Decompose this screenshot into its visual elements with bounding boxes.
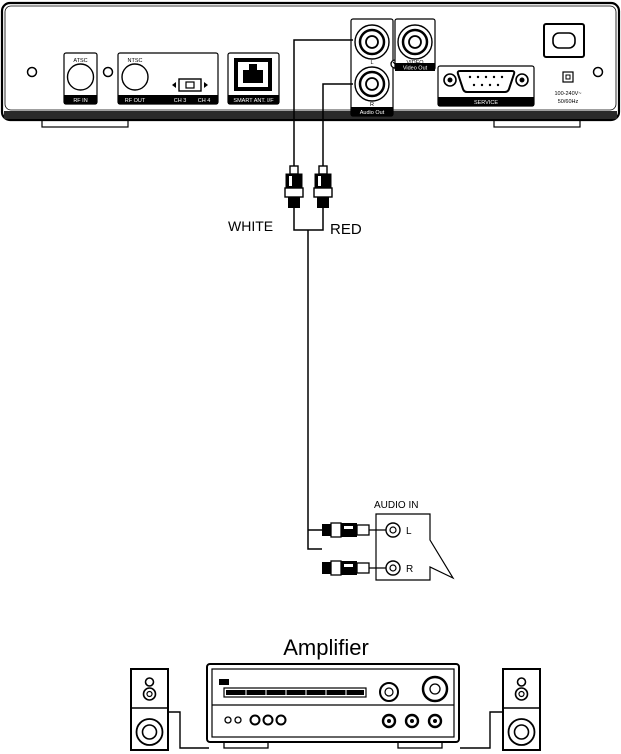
audio-in-r-label: R xyxy=(406,564,413,575)
speaker-wires xyxy=(169,711,503,749)
atsc-label: ATSC xyxy=(73,58,87,64)
audio-in-title: AUDIO IN xyxy=(374,500,418,511)
ch3-label: CH 3 xyxy=(174,98,187,104)
rca-plug-red xyxy=(313,165,333,208)
audio-out-right-jack xyxy=(354,66,390,102)
video-out-label: Video Out xyxy=(403,66,428,72)
rca-plug-white xyxy=(284,165,304,208)
video-out-port: VIDEO Video Out xyxy=(394,18,436,72)
smart-ant-label: SMART ANT. I/F xyxy=(233,98,274,104)
switch-left-arrow-icon xyxy=(172,82,176,88)
rca-plug-left-input xyxy=(322,522,388,538)
ch4-label: CH 4 xyxy=(198,98,211,104)
audio-l-label: L xyxy=(370,60,373,66)
red-cable-label: RED xyxy=(330,221,362,238)
amp-tone-knobs-right xyxy=(381,713,443,729)
smart-antenna-port: SMART ANT. I/F xyxy=(227,52,280,105)
power-rating-line2: 50/60Hz xyxy=(558,99,579,105)
audio-in-panel: AUDIO IN L R xyxy=(322,500,455,581)
audio-out-label: Audio Out xyxy=(360,110,385,116)
screw-right xyxy=(592,66,604,78)
rf-out-label: RF OUT xyxy=(125,98,146,104)
tweeter-left-icon xyxy=(144,677,155,687)
service-port: SERVICE xyxy=(437,65,535,107)
screw-left xyxy=(26,66,38,78)
amp-tone-knobs-left xyxy=(249,714,287,726)
white-cable-label: WHITE xyxy=(228,218,273,234)
rf-out-port: NTSC RF OUT CH 3 CH 4 xyxy=(117,52,219,105)
service-pins xyxy=(468,75,504,87)
amplifier-unit xyxy=(206,663,460,749)
tweeter-right-icon xyxy=(516,677,527,687)
audio-cable xyxy=(293,39,353,550)
audio-out-left-jack xyxy=(354,24,390,60)
audio-in-left-jack xyxy=(385,522,401,538)
audio-out-ports: L R Audio Out xyxy=(350,18,394,117)
power-rating-line1: 100-240V~ xyxy=(554,91,581,97)
power-section: 100-240V~ 50/60Hz xyxy=(543,23,585,105)
ntsc-label: NTSC xyxy=(128,58,143,64)
audio-in-l-label: L xyxy=(406,526,412,537)
service-label: SERVICE xyxy=(474,100,498,106)
rca-plug-right-input xyxy=(322,560,388,576)
receiver-rear-panel: ATSC RF IN NTSC RF OUT CH 3 CH 4 xyxy=(0,1,621,128)
amp-headphone-jack xyxy=(224,716,232,724)
speaker-left xyxy=(130,668,169,751)
rf-in-label: RF IN xyxy=(73,98,87,104)
amp-power-button xyxy=(219,679,229,685)
receiver-bottom-band xyxy=(4,111,617,119)
speaker-right xyxy=(502,668,541,751)
amplifier-title: Amplifier xyxy=(283,635,369,660)
audio-r-label: R xyxy=(370,102,374,108)
switch-right-arrow-icon xyxy=(204,82,208,88)
audio-in-right-jack xyxy=(385,560,401,576)
rf-in-port: ATSC RF IN xyxy=(63,52,98,105)
screw-mid xyxy=(102,66,114,78)
channel-switch xyxy=(172,78,208,92)
